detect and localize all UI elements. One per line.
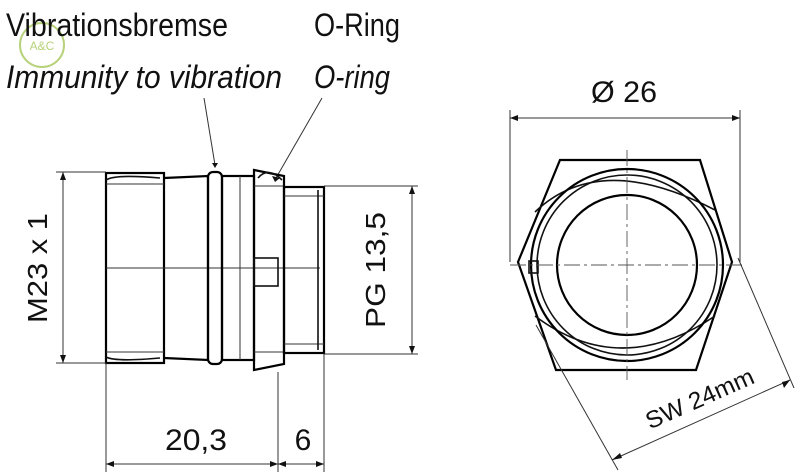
front-dimensions: Ø 26 SW 24mm: [509, 76, 795, 471]
dim-wrench: SW 24mm: [641, 363, 758, 435]
side-view: [104, 168, 326, 372]
callout-oring-de: O-Ring: [314, 7, 400, 43]
dim-diameter: Ø 26: [591, 76, 657, 109]
dim-thread-right: PG 13,5: [360, 212, 391, 328]
dim-thread-left: M23 x 1: [22, 213, 53, 323]
leader-lines: [203, 97, 323, 182]
logo-text: A&C: [30, 39, 55, 53]
logo: A&C: [19, 22, 65, 68]
callout-vibration-de: Vibrationsbremse: [6, 7, 228, 43]
dim-length-body: 20,3: [165, 424, 227, 457]
dim-length-thread: 6: [295, 424, 312, 457]
callout-vibration-en: Immunity to vibration: [6, 59, 282, 95]
front-view: [510, 150, 745, 380]
callout-oring-en: O-ring: [314, 59, 390, 95]
side-dimensions: M23 x 1 PG 13,5 20,3 6: [22, 171, 418, 472]
